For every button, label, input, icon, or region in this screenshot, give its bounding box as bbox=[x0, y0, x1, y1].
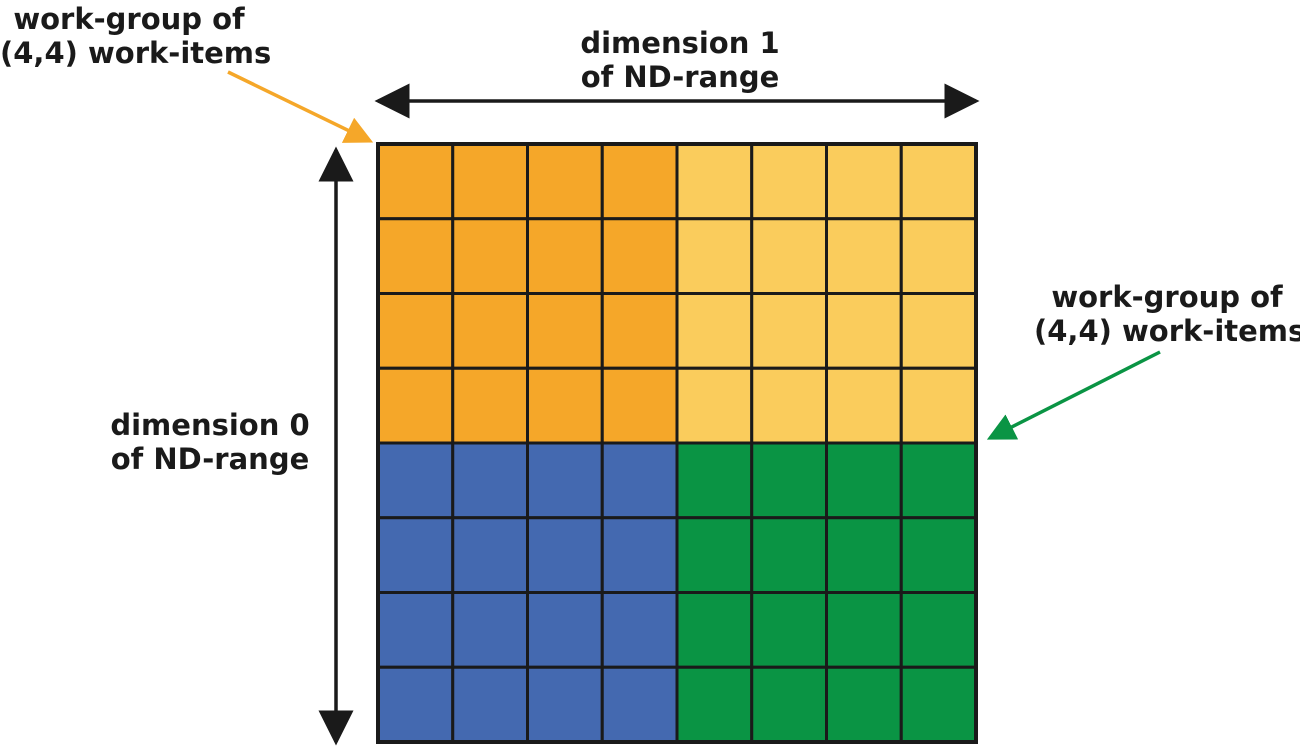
work-item-cell bbox=[675, 665, 754, 744]
work-item-cell bbox=[750, 665, 828, 744]
work-item-cell bbox=[376, 366, 455, 445]
dimension-1-label-line-1: dimension 1 bbox=[580, 26, 780, 60]
nd-range-border bbox=[376, 142, 978, 744]
work-item-cell bbox=[526, 366, 604, 445]
work-item-cell bbox=[600, 665, 679, 744]
work-item-cell bbox=[750, 217, 828, 295]
work-item-cell bbox=[526, 142, 604, 221]
work-item-cell bbox=[376, 441, 455, 520]
work-item-cell bbox=[526, 217, 604, 295]
work-item-cell bbox=[899, 292, 978, 370]
work-item-cell bbox=[451, 441, 529, 520]
work-item-cell bbox=[899, 441, 978, 520]
work-item-cell bbox=[899, 591, 978, 669]
work-item-cell bbox=[526, 292, 604, 370]
work-item-cell bbox=[600, 441, 679, 520]
right-work-group-label-line-2: (4,4) work-items bbox=[1034, 314, 1300, 348]
work-item-cell bbox=[750, 142, 828, 221]
work-item-cell bbox=[600, 591, 679, 669]
work-item-cell bbox=[376, 591, 455, 669]
work-item-cell bbox=[675, 516, 754, 594]
right-work-group-label: work-group of (4,4) work-items bbox=[1034, 280, 1300, 348]
dimension-0-label: dimension 0 of ND-range bbox=[98, 408, 322, 476]
work-item-cell bbox=[825, 366, 903, 445]
work-item-cell bbox=[675, 591, 754, 669]
work-item-grid bbox=[376, 142, 978, 744]
work-item-cell bbox=[825, 441, 903, 520]
work-item-cell bbox=[825, 516, 903, 594]
work-item-cell bbox=[451, 665, 529, 744]
work-item-cell bbox=[675, 366, 754, 445]
work-item-cell bbox=[750, 366, 828, 445]
work-item-cell bbox=[899, 142, 978, 221]
right-work-group-label-line-1: work-group of bbox=[1051, 280, 1283, 314]
work-item-cell bbox=[376, 217, 455, 295]
work-item-cell bbox=[376, 142, 455, 221]
work-item-cell bbox=[526, 665, 604, 744]
work-item-cell bbox=[899, 217, 978, 295]
work-item-cell bbox=[376, 292, 455, 370]
top-left-work-group-label-line-2: (4,4) work-items bbox=[0, 36, 272, 70]
work-item-cell bbox=[675, 441, 754, 520]
work-item-cell bbox=[376, 516, 455, 594]
work-item-cell bbox=[526, 516, 604, 594]
work-item-cell bbox=[451, 366, 529, 445]
work-item-cell bbox=[825, 292, 903, 370]
work-item-cell bbox=[600, 217, 679, 295]
work-item-cell bbox=[600, 516, 679, 594]
work-item-cell bbox=[600, 142, 679, 221]
dimension-1-label-line-2: of ND-range bbox=[580, 60, 780, 94]
dimension-0-label-line-1: dimension 0 bbox=[110, 408, 310, 442]
work-item-cell bbox=[451, 292, 529, 370]
work-item-cell bbox=[451, 142, 529, 221]
top-left-work-group-pointer bbox=[227, 70, 374, 143]
work-item-cell bbox=[376, 665, 455, 744]
work-item-cell bbox=[451, 516, 529, 594]
work-item-cell bbox=[750, 516, 828, 594]
work-item-cell bbox=[526, 591, 604, 669]
work-item-cell bbox=[750, 292, 828, 370]
right-work-group-pointer bbox=[986, 350, 1161, 440]
work-item-cell bbox=[675, 292, 754, 370]
top-left-work-group-label: work-group of (4,4) work-items bbox=[0, 2, 272, 70]
work-item-cell bbox=[825, 217, 903, 295]
work-item-cell bbox=[750, 591, 828, 669]
work-item-cell bbox=[750, 441, 828, 520]
work-item-cell bbox=[600, 292, 679, 370]
work-item-cell bbox=[451, 217, 529, 295]
dimension-0-label-line-2: of ND-range bbox=[110, 442, 310, 476]
work-item-cell bbox=[899, 516, 978, 594]
work-item-cell bbox=[600, 366, 679, 445]
work-item-cell bbox=[899, 665, 978, 744]
work-item-cell bbox=[675, 142, 754, 221]
work-item-cell bbox=[825, 591, 903, 669]
top-left-work-group-label-line-1: work-group of bbox=[13, 2, 245, 36]
work-item-cell bbox=[825, 665, 903, 744]
work-item-cell bbox=[899, 366, 978, 445]
work-item-cell bbox=[451, 591, 529, 669]
dimension-1-label: dimension 1 of ND-range bbox=[560, 26, 800, 94]
work-item-cell bbox=[675, 217, 754, 295]
work-item-cell bbox=[825, 142, 903, 221]
work-item-cell bbox=[526, 441, 604, 520]
